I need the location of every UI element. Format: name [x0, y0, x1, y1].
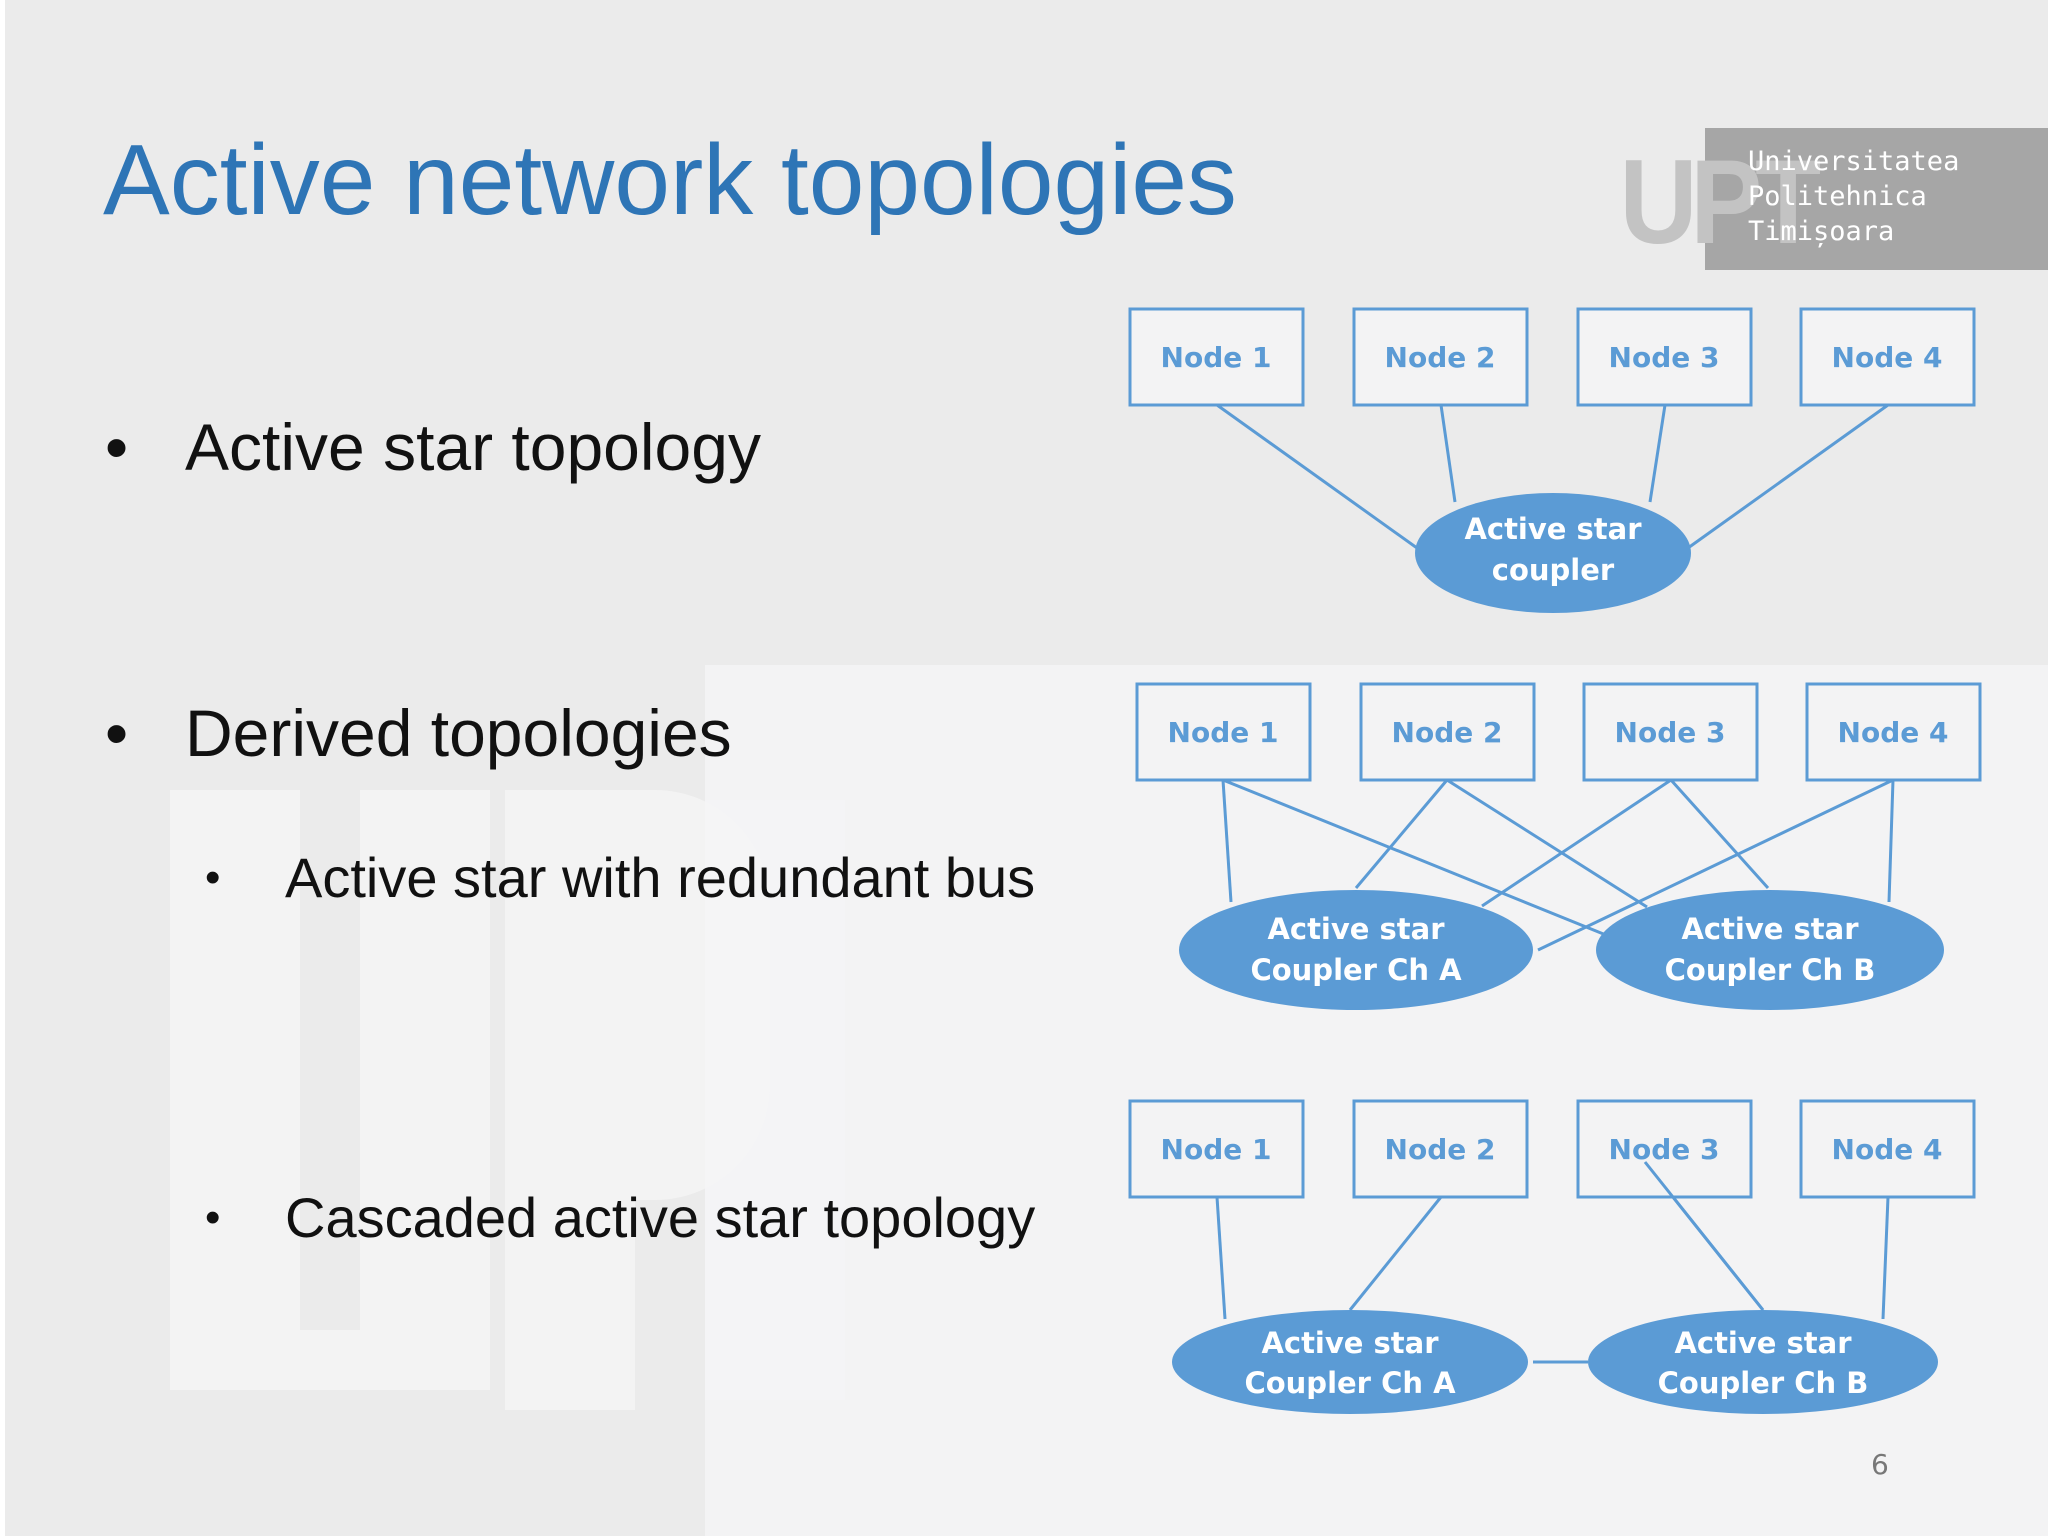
bullet-text: Cascaded active star topology: [285, 1186, 1036, 1249]
slide: Active network topologies UPT Universita…: [5, 0, 2048, 1536]
coupler-label-line-1: Active star: [1681, 912, 1859, 946]
coupler-a-ellipse: Active star Coupler Ch A: [1172, 1310, 1528, 1414]
node-box: Node 4: [1799, 307, 1976, 407]
edge: [1643, 1161, 1765, 1311]
node-box: Node 3: [1582, 682, 1759, 782]
coupler-label-line-2: coupler: [1492, 553, 1615, 587]
edge: [1222, 778, 1644, 952]
coupler-ellipse: Active star coupler: [1415, 493, 1691, 613]
node-label: Node 3: [1609, 341, 1720, 374]
topology-diagrams: Node 1 Node 2 Node 3 Node 4 Active star …: [1128, 307, 1982, 1414]
bullet-text: Active star with redundant bus: [285, 846, 1036, 909]
edge: [1215, 1196, 1227, 1320]
node-box: Node 4: [1799, 1099, 1976, 1199]
node-label: Node 2: [1392, 716, 1503, 749]
background-panel-left: [5, 1400, 705, 1536]
edge: [1687, 403, 1889, 550]
page-number: 6: [1871, 1448, 1889, 1481]
edge: [1354, 779, 1449, 889]
node-box: Node 2: [1352, 307, 1529, 407]
edge: [1537, 778, 1894, 952]
node-label: Node 1: [1161, 1133, 1272, 1166]
node-label: Node 3: [1615, 716, 1726, 749]
node-label: Node 3: [1609, 1133, 1720, 1166]
coupler-label-line-2: Coupler Ch A: [1250, 953, 1462, 987]
coupler-label-line-1: Active star: [1261, 1326, 1439, 1360]
node-label: Node 4: [1838, 716, 1949, 749]
edge: [1669, 778, 1770, 890]
node-label: Node 1: [1168, 716, 1279, 749]
node-label: Node 2: [1385, 341, 1496, 374]
node-box: Node 1: [1128, 1099, 1305, 1199]
edge: [1446, 778, 1648, 909]
node-box: Node 2: [1359, 682, 1536, 782]
edge: [1481, 778, 1672, 908]
coupler-label-line-2: Coupler Ch A: [1244, 1366, 1456, 1400]
node-box: Node 3: [1576, 307, 1753, 407]
bullet-dot: •: [105, 410, 129, 484]
edge: [1648, 404, 1667, 503]
node-label: Node 4: [1832, 341, 1943, 374]
bullet-dot: •: [205, 853, 221, 902]
coupler-label-line-2: Coupler Ch B: [1658, 1366, 1869, 1400]
coupler-a-ellipse: Active star Coupler Ch A: [1179, 890, 1533, 1010]
coupler-label-line-2: Coupler Ch B: [1665, 953, 1876, 987]
edge: [1887, 779, 1895, 903]
logo-line-3: Timișoara: [1748, 216, 1894, 247]
coupler-label-line-1: Active star: [1464, 512, 1642, 546]
logo-line-1: Universitatea: [1748, 146, 1959, 177]
upt-logo-icon: UPT Universitatea Politehnica Timișoara: [1620, 128, 2048, 270]
logo-mark: UPT: [1620, 136, 1821, 269]
coupler-label-line-1: Active star: [1674, 1326, 1852, 1360]
bullet-dot: •: [105, 696, 129, 770]
edge: [1881, 1196, 1890, 1320]
node-label: Node 2: [1385, 1133, 1496, 1166]
node-label: Node 4: [1832, 1133, 1943, 1166]
coupler-b-ellipse: Active star Coupler Ch B: [1596, 890, 1944, 1010]
edge: [1221, 779, 1233, 903]
node-label: Node 1: [1161, 341, 1272, 374]
node-box: Node 1: [1135, 682, 1312, 782]
logo-line-2: Politehnica: [1748, 181, 1927, 212]
redundant-star-diagram: Node 1 Node 2 Node 3 Node 4 Active star …: [1135, 682, 1982, 1010]
active-star-diagram: Node 1 Node 2 Node 3 Node 4 Active star …: [1128, 307, 1976, 613]
bullet-dot: •: [205, 1193, 221, 1242]
node-box: Node 3: [1576, 1099, 1753, 1199]
bullet-text: Derived topologies: [185, 696, 732, 770]
coupler-label-line-1: Active star: [1267, 912, 1445, 946]
bullet-text: Active star topology: [185, 410, 761, 484]
node-box: Node 2: [1352, 1099, 1529, 1199]
node-box: Node 4: [1805, 682, 1982, 782]
watermark-logo-icon: [170, 790, 845, 1410]
edge: [1439, 404, 1457, 503]
coupler-b-ellipse: Active star Coupler Ch B: [1588, 1310, 1938, 1414]
edge: [1348, 1196, 1443, 1311]
edge: [1216, 403, 1418, 550]
slide-title: Active network topologies: [103, 124, 1237, 236]
node-box: Node 1: [1128, 307, 1305, 407]
cascaded-star-diagram: Node 1 Node 2 Node 3 Node 4 Active star …: [1128, 1099, 1976, 1414]
